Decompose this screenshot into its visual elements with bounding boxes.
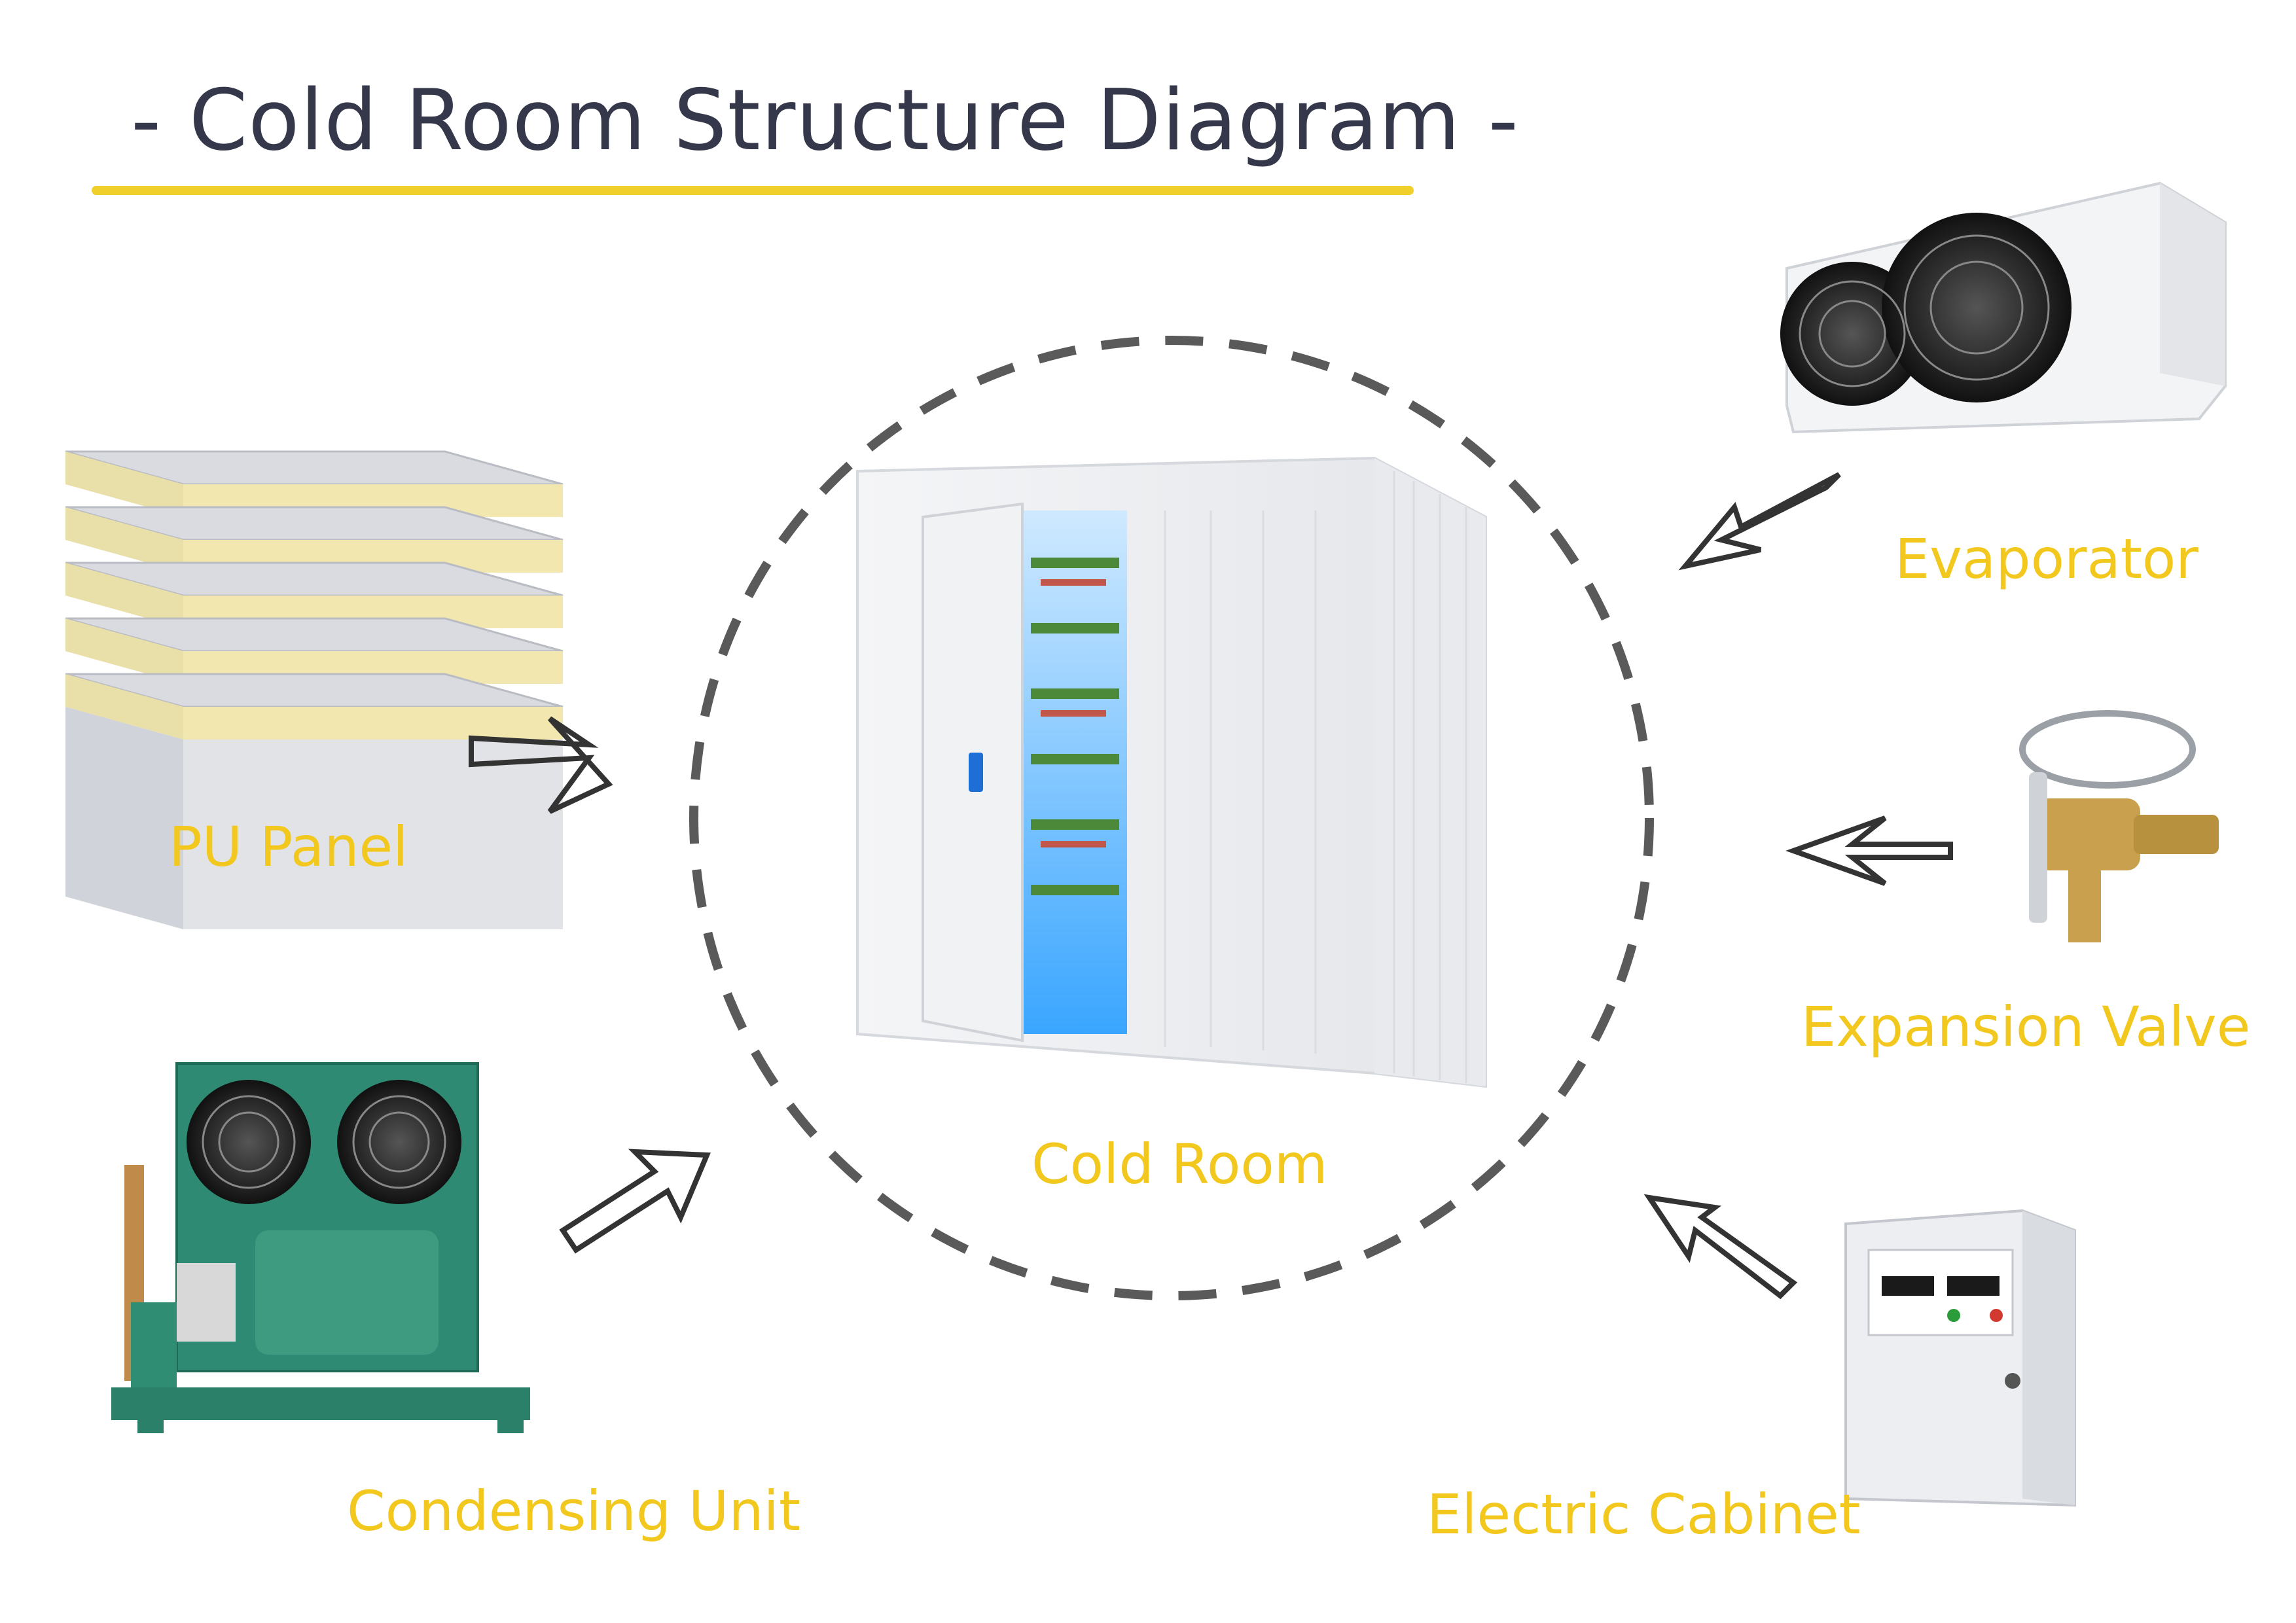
electric-cabinet-label: Electric Cabinet: [1427, 1482, 1861, 1546]
arrow-evaporator-to-room: [1678, 472, 1841, 571]
cold-room-image: [856, 456, 1487, 1088]
cold-room-boundary: [689, 336, 1654, 1300]
condensing-unit-label: Condensing Unit: [347, 1479, 800, 1543]
pu-panel-label: PU Panel: [169, 815, 408, 879]
arrow-cabinet-to-room: [1643, 1194, 1798, 1300]
cold-room-label: Cold Room: [1031, 1132, 1328, 1196]
arrow-pu-to-room: [469, 716, 613, 814]
condensing-unit-image: [111, 1062, 530, 1433]
pu-panel-image: [65, 450, 564, 929]
expansion-valve-label: Expansion Valve: [1801, 995, 2251, 1059]
title-underline: [92, 186, 1414, 195]
evaporator-image: [1780, 181, 2227, 434]
arrow-valve-to-room: [1785, 815, 1953, 886]
electric-cabinet-image: [1844, 1209, 2076, 1507]
diagram-title: - Cold Room Structure Diagram -: [131, 72, 1519, 169]
expansion-valve-image: [2019, 710, 2219, 942]
arrow-condensing-to-room: [559, 1149, 711, 1254]
evaporator-label: Evaporator: [1895, 527, 2198, 591]
